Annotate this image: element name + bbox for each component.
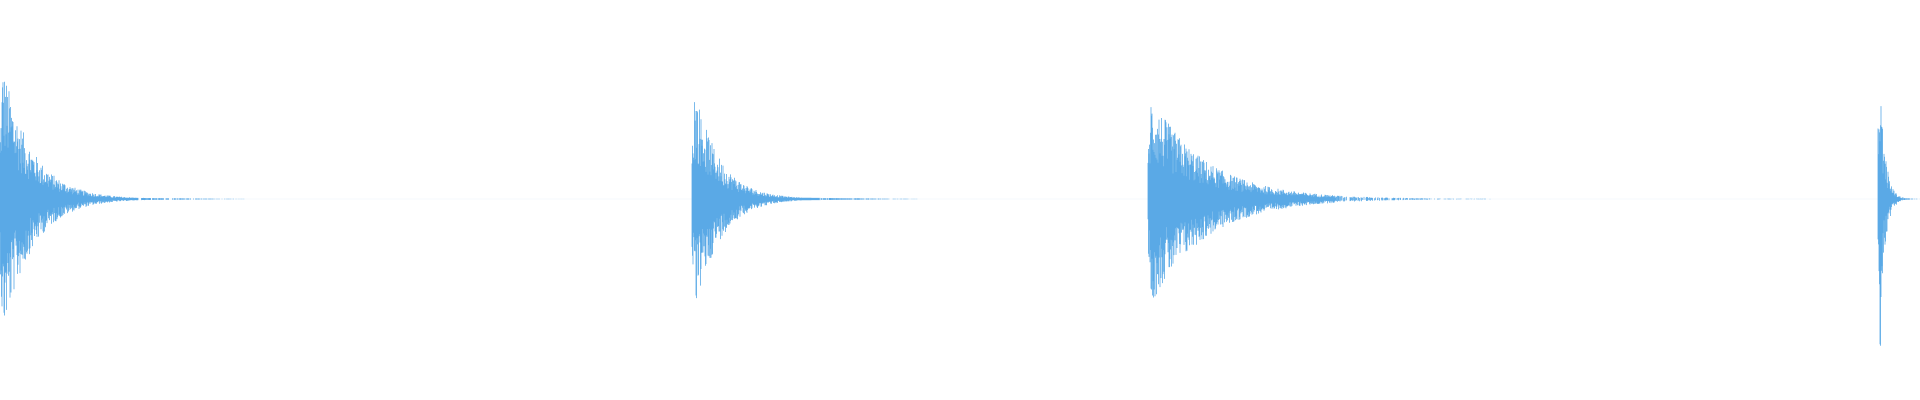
waveform-transient: [691, 102, 918, 299]
waveform-peak-path: [1147, 107, 1491, 298]
waveform-peaks: [0, 81, 1920, 346]
waveform-peak-path: [0, 81, 245, 316]
waveform-peak-path: [691, 102, 918, 299]
waveform-peak-path: [1877, 106, 1920, 346]
waveform-transient: [1147, 107, 1491, 298]
waveform-transient: [1877, 106, 1920, 346]
waveform-transient: [0, 81, 245, 316]
